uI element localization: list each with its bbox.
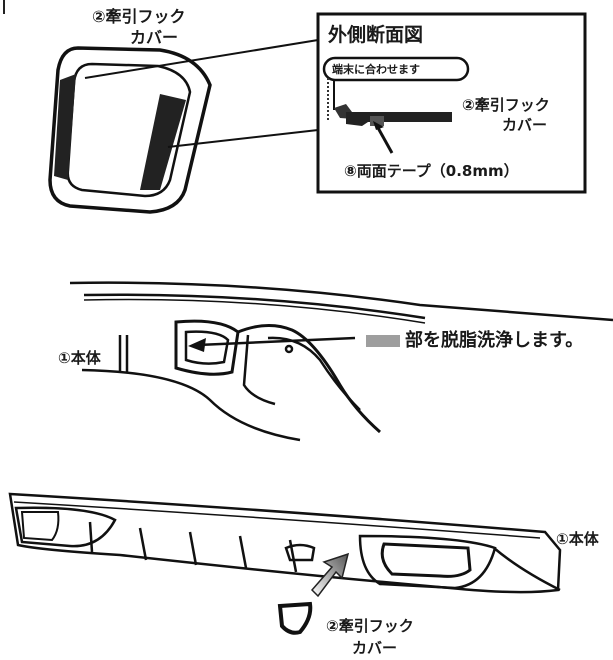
section-cover-label-line2: カバー (502, 116, 548, 134)
panel2-arrow (188, 336, 356, 352)
body-label-panel3: ①本体 (556, 530, 599, 548)
cover-label-top-line1: ②牽引フック (92, 7, 186, 26)
section-detail (322, 56, 470, 154)
double-sided-tape-label: ⑧両面テープ（0.8mm） (344, 162, 519, 180)
body-recess-drawing (69, 281, 613, 442)
section-cover-label-line1: ②牽引フック (462, 96, 550, 114)
cover-label-bottom-line2: カバー (352, 639, 398, 657)
cover-label-top-line2: カバー (130, 28, 179, 47)
cover-label-bottom-line1: ②牽引フック (326, 617, 414, 635)
section-view-box (316, 12, 587, 194)
panel3-arrow (310, 552, 350, 598)
detached-hook-cover (277, 601, 313, 635)
body-label-panel2: ①本体 (58, 349, 101, 367)
section-view-title: 外側断面図 (328, 24, 424, 46)
degrease-area-swatch (366, 335, 400, 347)
align-edge-callout: 端末に合わせます (332, 63, 420, 76)
leader-lines (84, 39, 319, 148)
rear-diffuser-drawing (8, 492, 562, 594)
degrease-instruction: 部を脱脂洗浄します。 (405, 330, 584, 351)
tow-hook-cover-drawing (48, 46, 212, 214)
